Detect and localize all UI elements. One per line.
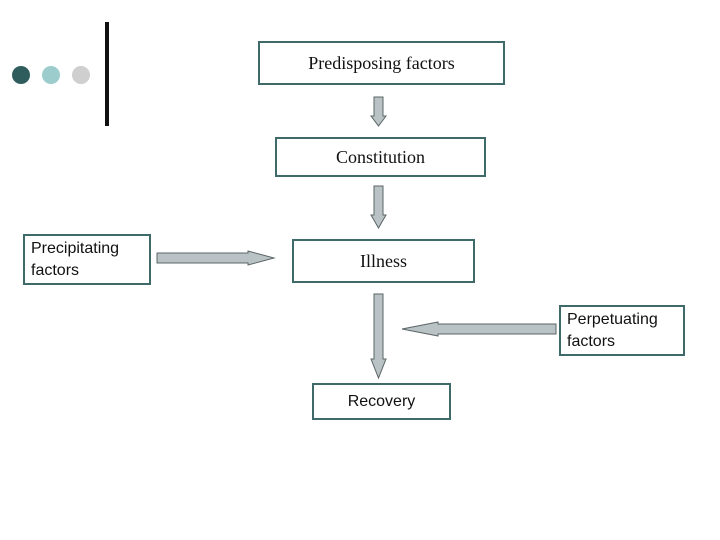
precipitating-factors-box: Precipitating factors xyxy=(23,234,151,285)
constitution-box: Constitution xyxy=(275,137,486,177)
recovery-label: Recovery xyxy=(347,392,416,410)
decor-vertical-bar xyxy=(105,22,109,126)
predisposing-factors-box: Predisposing factors xyxy=(258,41,505,85)
recovery-box: Recovery xyxy=(312,383,451,420)
illness-box: Illness xyxy=(292,239,475,283)
perpetuating-line-1: Perpetuating xyxy=(567,310,658,328)
precipitating-factors-label: Precipitating factors xyxy=(31,238,119,282)
decor-dot-dark xyxy=(12,66,30,84)
arrow-predisposing-to-constitution xyxy=(370,96,387,127)
illness-label: Illness xyxy=(360,250,407,271)
precipitating-line-1: Precipitating xyxy=(31,239,120,257)
perpetuating-factors-label: Perpetuating factors xyxy=(567,309,658,353)
arrow-precipitating-to-illness xyxy=(156,250,276,266)
perpetuating-factors-box: Perpetuating factors xyxy=(559,305,685,356)
precipitating-line-2: factors xyxy=(31,261,80,279)
predisposing-factors-label: Predisposing factors xyxy=(308,52,455,73)
decor-dot-light xyxy=(42,66,60,84)
decor-dot-gray xyxy=(72,66,90,84)
arrow-perpetuating-to-recovery xyxy=(401,321,557,337)
constitution-label: Constitution xyxy=(335,146,425,167)
perpetuating-line-2: factors xyxy=(567,332,616,350)
arrow-constitution-to-illness xyxy=(370,185,387,230)
arrow-illness-to-recovery xyxy=(370,293,387,380)
